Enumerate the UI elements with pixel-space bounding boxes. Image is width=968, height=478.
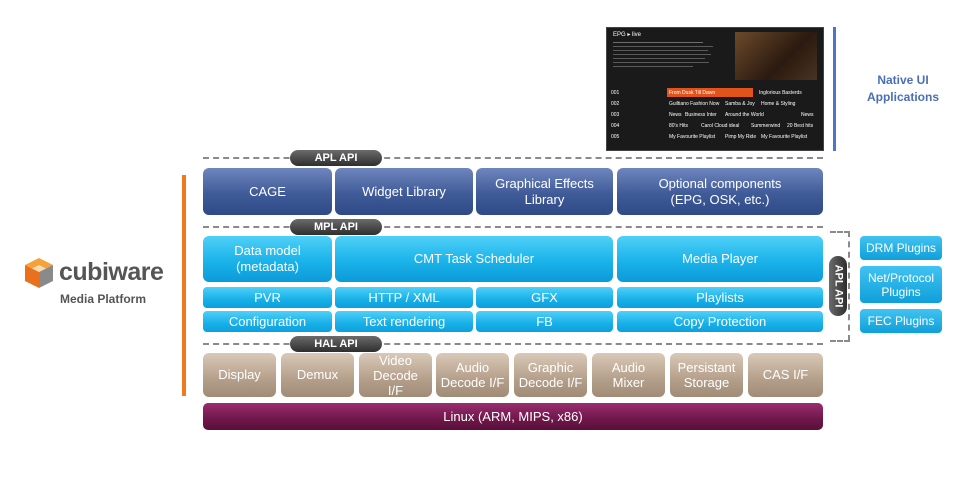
cas-if-box: CAS I/F [748,353,823,397]
audio-decode-box: Audio Decode I/F [436,353,509,397]
brand-subtitle: Media Platform [60,292,147,306]
linux-box: Linux (ARM, MIPS, x86) [203,403,823,430]
cube-icon [25,258,53,288]
display-box: Display [203,353,276,397]
media-player-box: Media Player [617,236,823,282]
graphic-decode-box: Graphic Decode I/F [514,353,587,397]
optional-components-box: Optional components (EPG, OSK, etc.) [617,168,823,215]
demux-box: Demux [281,353,354,397]
native-ui-bar [833,27,836,151]
apl-api-label: APL API [290,150,382,166]
hal-api-label: HAL API [290,336,382,352]
drm-plugins-box: DRM Plugins [860,236,942,260]
copy-protection-box: Copy Protection [617,311,823,332]
native-ui-label-line2: Applications [866,90,939,104]
brand-name: cubiware [59,258,164,286]
cage-box: CAGE [203,168,332,215]
playlists-box: Playlists [617,287,823,308]
mpl-api-label: MPL API [290,219,382,235]
epg-header: EPG ▸ live [613,32,642,38]
configuration-box: Configuration [203,311,332,332]
platform-bracket [182,175,186,396]
plugin-bracket-bottom [830,340,850,342]
audio-mixer-box: Audio Mixer [592,353,665,397]
epg-grid: 001 From Dusk Till Dawn Inglorious Baste… [611,88,814,140]
apl-api-vertical-label: APL API [832,264,845,308]
text-rendering-box: Text rendering [335,311,473,332]
hal-api-divider [203,343,823,345]
native-ui-label-line1: Native UI [877,73,929,87]
task-scheduler-box: CMT Task Scheduler [335,236,613,282]
gfx-box: GFX [476,287,613,308]
cubiware-logo: cubiware Media Platform [22,256,172,306]
mpl-api-divider [203,226,823,228]
http-xml-box: HTTP / XML [335,287,473,308]
persistant-storage-box: Persistant Storage [670,353,743,397]
graphical-effects-box: Graphical Effects Library [476,168,613,215]
apl-api-vertical-pill: APL API [829,256,847,316]
plugin-bracket-vertical [848,231,850,341]
net-protocol-plugins-box: Net/Protocol Plugins [860,266,942,303]
apl-api-divider [203,157,823,159]
data-model-box: Data model (metadata) [203,236,332,282]
fec-plugins-box: FEC Plugins [860,309,942,333]
fb-box: FB [476,311,613,332]
video-preview [735,32,817,80]
plugin-bracket-top [830,231,850,233]
native-ui-label: Native UI Applications [848,72,958,106]
native-ui-screenshot: EPG ▸ live 001 From Dusk Till Dawn Inglo… [606,27,824,151]
widget-library-box: Widget Library [335,168,473,215]
pvr-box: PVR [203,287,332,308]
video-decode-box: Video Decode I/F [359,353,432,398]
